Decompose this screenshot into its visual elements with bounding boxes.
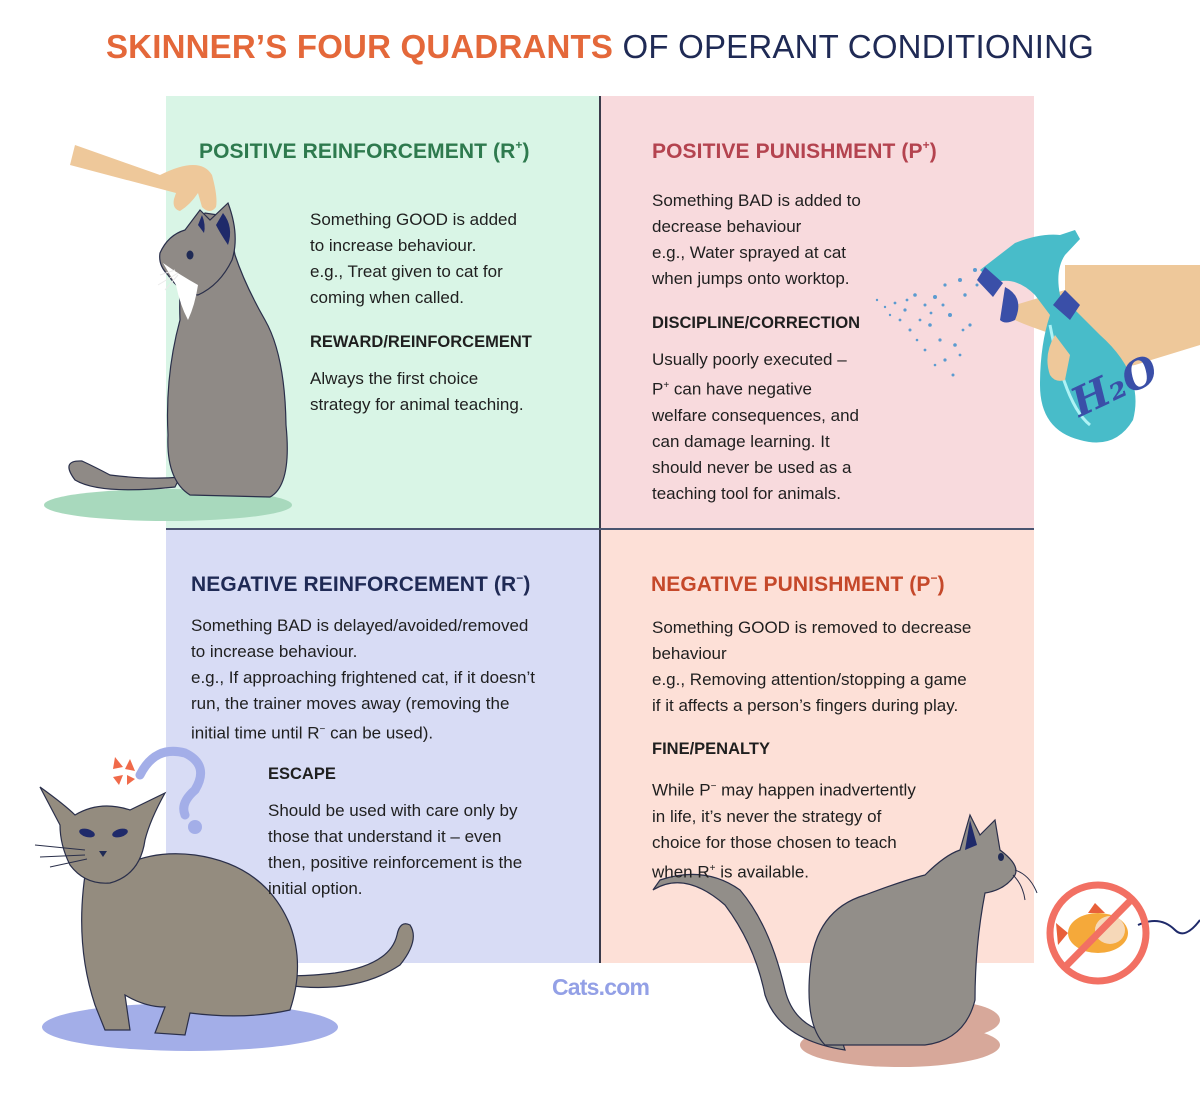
description-line: Something BAD is added to — [652, 191, 861, 210]
note-text: when R — [652, 862, 710, 882]
note-line: when R+ is available. — [652, 856, 972, 886]
note-line: P+ can have negative — [652, 373, 902, 403]
description-text: can be used). — [325, 723, 434, 743]
label-reward-reinforcement: REWARD/REINFORCEMENT — [310, 333, 532, 351]
note-line: Usually poorly executed – — [652, 350, 847, 369]
note-line: teaching tool for animals. — [652, 483, 841, 503]
label-discipline-correction: DISCIPLINE/CORRECTION — [652, 314, 861, 332]
note-line: those that understand it – even — [268, 827, 502, 846]
note-positive-reinforcement: Always the first choice strategy for ani… — [310, 366, 580, 418]
description-line: Something BAD is delayed/avoided/removed — [191, 616, 529, 635]
description-negative-punishment: Something GOOD is removed to decrease be… — [652, 615, 1027, 719]
description-line: e.g., If approaching frightened cat, if … — [191, 668, 535, 687]
description-line: to increase behaviour. — [191, 642, 358, 661]
hand-petting-cat-icon — [44, 145, 292, 521]
heading-negative-punishment: NEGATIVE PUNISHMENT (P−) — [651, 571, 945, 597]
superscript: − — [710, 781, 717, 792]
superscript: + — [515, 138, 523, 152]
note-line: strategy for animal teaching. — [310, 395, 524, 414]
description-line: initial time until R− can be used). — [191, 717, 591, 747]
note-line: then, positive reinforcement is the — [268, 853, 523, 872]
note-line: While P− may happen inadvertently — [652, 774, 972, 804]
heading-close: ) — [523, 573, 531, 596]
note-text: While P — [652, 780, 711, 800]
description-line: Something GOOD is added — [310, 210, 517, 229]
note-text: may happen inadvertently — [716, 780, 916, 800]
description-line: e.g., Water sprayed at cat — [652, 243, 847, 262]
note-text: is available. — [715, 862, 810, 882]
label-fine-penalty: FINE/PENALTY — [652, 740, 770, 758]
frightened-cat-icon — [34, 746, 414, 1051]
heading-text: NEGATIVE REINFORCEMENT (R — [191, 573, 517, 596]
superscript: − — [319, 724, 326, 735]
quadrant-positive-punishment — [600, 96, 1034, 529]
note-line: welfare consequences, and — [652, 405, 859, 425]
note-line: choice for those chosen to teach — [652, 832, 897, 852]
description-line: when jumps onto worktop. — [652, 269, 850, 288]
description-line: e.g., Removing attention/stopping a game — [652, 670, 967, 689]
note-positive-punishment: Usually poorly executed – P+ can have ne… — [652, 347, 902, 507]
note-line: in life, it’s never the strategy of — [652, 806, 882, 826]
note-text: P — [652, 379, 664, 399]
description-text: initial time until R — [191, 723, 320, 743]
title-rest: OF OPERANT CONDITIONING — [613, 28, 1095, 65]
superscript: − — [516, 571, 524, 585]
superscript: − — [930, 571, 938, 585]
description-positive-reinforcement: Something GOOD is added to increase beha… — [310, 207, 570, 311]
description-line: to increase behaviour. — [310, 236, 477, 255]
vertical-divider — [599, 96, 601, 963]
description-line: if it affects a person’s fingers during … — [652, 696, 959, 715]
heading-positive-reinforcement: POSITIVE REINFORCEMENT (R+) — [199, 138, 530, 164]
heading-positive-punishment: POSITIVE PUNISHMENT (P+) — [652, 138, 937, 164]
description-negative-reinforcement: Something BAD is delayed/avoided/removed… — [191, 613, 591, 747]
superscript: + — [922, 138, 930, 152]
water-spray-bottle-icon: H₂O — [875, 230, 1200, 443]
heading-text: POSITIVE PUNISHMENT (P — [652, 140, 923, 163]
note-negative-punishment: While P− may happen inadvertently in lif… — [652, 774, 972, 885]
description-line: Something GOOD is removed to decrease — [652, 618, 972, 637]
note-line: initial option. — [268, 879, 363, 898]
page-title: SKINNER’S FOUR QUADRANTS OF OPERANT COND… — [0, 28, 1200, 66]
heading-close: ) — [937, 573, 945, 596]
description-line: decrease behaviour — [652, 217, 802, 236]
note-line: can damage learning. It — [652, 431, 830, 451]
heading-close: ) — [522, 140, 530, 163]
note-negative-reinforcement: Should be used with care only by those t… — [268, 798, 568, 902]
note-line: Always the first choice — [310, 369, 479, 388]
description-line: e.g., Treat given to cat for — [310, 262, 503, 281]
note-text: can have negative — [669, 379, 812, 399]
note-line: should never be used as a — [652, 457, 852, 477]
horizontal-divider — [166, 528, 1034, 530]
description-line: coming when called. — [310, 288, 465, 307]
description-positive-punishment: Something BAD is added to decrease behav… — [652, 188, 912, 292]
heading-close: ) — [929, 140, 937, 163]
heading-negative-reinforcement: NEGATIVE REINFORCEMENT (R−) — [191, 571, 531, 597]
note-line: Should be used with care only by — [268, 801, 518, 820]
description-line: behaviour — [652, 644, 727, 663]
label-escape: ESCAPE — [268, 765, 336, 783]
description-line: run, the trainer moves away (removing th… — [191, 694, 510, 713]
heading-text: NEGATIVE PUNISHMENT (P — [651, 573, 931, 596]
superscript: + — [663, 380, 670, 391]
cats-com-logo: Cats.com — [552, 974, 650, 1000]
superscript: + — [709, 862, 716, 874]
heading-text: POSITIVE REINFORCEMENT (R — [199, 140, 516, 163]
cat-with-forbidden-toy-icon — [652, 813, 1200, 1067]
title-accent: SKINNER’S FOUR QUADRANTS — [105, 28, 614, 65]
